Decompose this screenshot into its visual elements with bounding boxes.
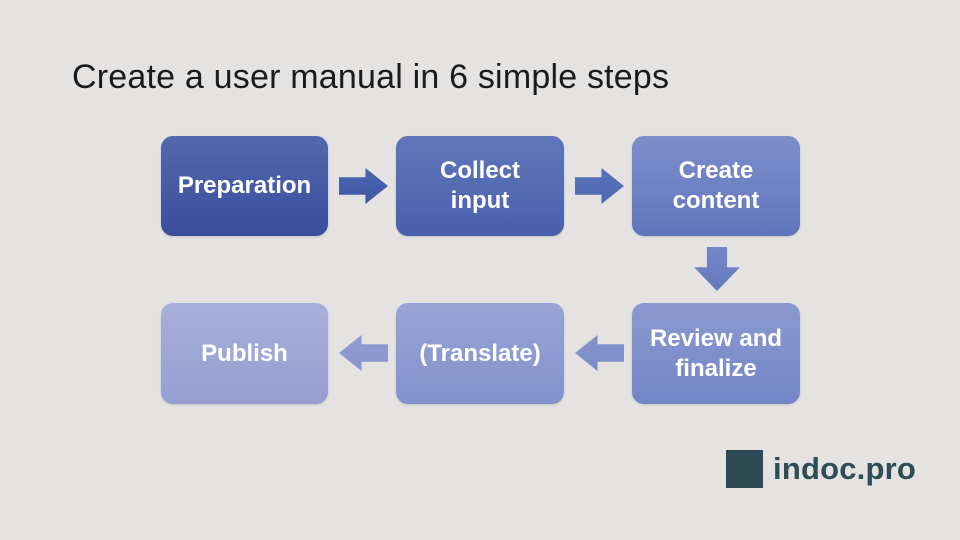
page-title: Create a user manual in 6 simple steps (72, 58, 670, 96)
step-publish: Publish (161, 303, 328, 404)
step-label: Create content (672, 157, 760, 214)
logo: indoc.pro (726, 450, 916, 488)
step-translate: (Translate) (396, 303, 564, 404)
step-collect-input: Collect input (396, 136, 564, 236)
step-preparation: Preparation (161, 136, 328, 236)
step-label: Review and finalize (649, 324, 783, 382)
step-review-and-finalize: Review and finalize (632, 303, 800, 404)
arrow-left-icon (339, 335, 388, 371)
logo-square-icon (726, 450, 763, 488)
arrow-right-icon (339, 168, 388, 204)
arrow-down-icon (694, 247, 740, 291)
step-label: Publish (201, 339, 288, 367)
arrow-left-icon (575, 335, 624, 371)
step-create-content: Create content (632, 136, 800, 236)
step-label: (Translate) (419, 339, 541, 367)
arrow-right-icon (575, 168, 624, 204)
step-label: Preparation (177, 172, 312, 199)
logo-text: indoc.pro (773, 451, 917, 486)
step-label: Collect input (439, 157, 520, 214)
